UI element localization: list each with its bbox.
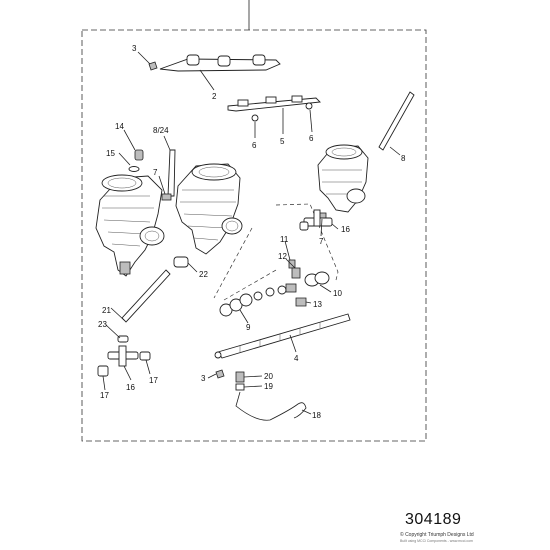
cap-part-17-upper-right	[299, 221, 309, 231]
screw-part-3-lower	[215, 369, 225, 379]
callout-22: 22	[199, 270, 208, 279]
grommet-part-6-right	[305, 102, 313, 110]
cable-part-18	[235, 391, 307, 421]
cap-part-14	[134, 149, 144, 161]
callout-3-lower: 3	[201, 374, 206, 383]
dashed-connector-b	[275, 203, 339, 281]
callout-3-top: 3	[132, 44, 137, 53]
dashed-connector-c	[223, 269, 277, 301]
callout-16-right: 16	[341, 225, 350, 234]
callout-17-left: 17	[100, 391, 109, 400]
callout-17-right: 17	[149, 376, 158, 385]
callout-7-left: 7	[153, 168, 158, 177]
callout-8: 8	[401, 154, 406, 163]
carburettor-left	[95, 174, 165, 277]
callout-labels: 3 2 6 5 6 14 8/24 15 7 8 7 16 11 12 22 1…	[98, 44, 406, 420]
carburettor-middle	[175, 163, 243, 255]
leader-lines	[102, 51, 401, 415]
callout-13: 13	[313, 300, 322, 309]
carburettor-right	[317, 144, 369, 213]
diagram-frame	[81, 29, 427, 442]
callout-12: 12	[278, 252, 287, 261]
grommet-part-6-left	[251, 114, 259, 122]
callout-5: 5	[280, 137, 285, 146]
t-piece-part-16-right	[303, 209, 333, 227]
callout-2: 2	[212, 92, 217, 101]
spring-part-12	[291, 267, 301, 279]
callout-15: 15	[106, 149, 115, 158]
callout-8-24: 8/24	[153, 126, 169, 135]
callout-7-right: 7	[319, 237, 324, 246]
spring-part-20	[235, 371, 245, 383]
callout-6-right: 6	[309, 134, 314, 143]
hose-part-8-24	[167, 149, 176, 197]
dashed-connector-a	[213, 227, 253, 299]
cap-part-17-left	[97, 365, 109, 377]
bolt-part-13	[295, 297, 307, 307]
callout-16-left: 16	[126, 383, 135, 392]
top-plate-part-2	[159, 54, 281, 72]
cap-part-17-right	[139, 351, 151, 361]
spring-part-9	[219, 283, 297, 317]
callout-23: 23	[98, 320, 107, 329]
callout-14: 14	[115, 122, 124, 131]
spring-part-10	[304, 271, 330, 287]
callout-11: 11	[280, 235, 289, 244]
callout-21: 21	[102, 306, 111, 315]
callout-18: 18	[312, 411, 321, 420]
washer-part-15	[128, 166, 140, 172]
screw-part-3-top	[148, 61, 158, 71]
hose-part-21	[121, 269, 171, 323]
callout-6-left: 6	[252, 141, 257, 150]
t-piece-part-16-left	[107, 345, 139, 367]
copyright-text: © Copyright Triumph Designs Ltd	[400, 532, 474, 538]
bracket-part-5	[227, 95, 321, 112]
bolt-part-19	[235, 383, 245, 391]
fitting-part-7-left	[161, 193, 172, 201]
callout-20: 20	[264, 372, 273, 381]
callout-9: 9	[246, 323, 251, 332]
washer-part-23	[117, 335, 129, 343]
copyright-note: Built using MCCi Components - www.mcci.c…	[400, 539, 473, 543]
fuel-rail-part-4	[214, 313, 351, 359]
cap-part-22	[173, 256, 189, 268]
hose-part-8	[378, 91, 415, 151]
callout-10: 10	[333, 289, 342, 298]
callout-19: 19	[264, 382, 273, 391]
callout-4: 4	[294, 354, 299, 363]
plate-number: 304189	[405, 511, 462, 528]
